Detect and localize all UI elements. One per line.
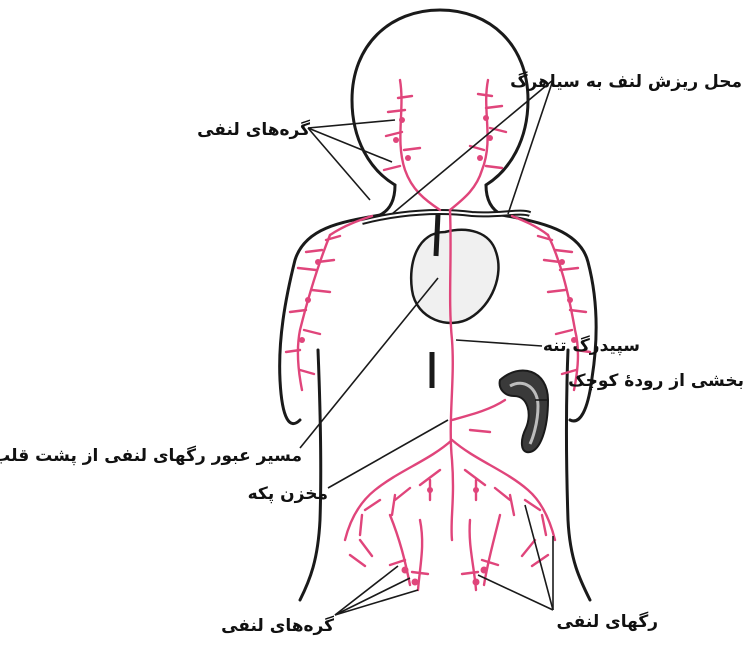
neck-right bbox=[486, 185, 502, 215]
lymph-nodes bbox=[299, 115, 577, 586]
left-torso bbox=[300, 350, 321, 600]
left-shoulder bbox=[280, 215, 380, 424]
label-small-intestine: بخشی از رودهٔ کوچک bbox=[546, 371, 744, 391]
leader-lines bbox=[300, 80, 553, 615]
vena-cava bbox=[436, 214, 438, 256]
label-path-behind-heart: مسیر عبور رگهای لنفی از پشت قلب bbox=[4, 446, 302, 466]
label-cisterna-chyli: مخزن پکه bbox=[190, 484, 328, 504]
heart bbox=[411, 230, 498, 323]
label-lymph-nodes-lower: گره‌های لنفی bbox=[212, 616, 334, 636]
label-lymph-vessels: رگهای لنفی bbox=[548, 612, 658, 632]
head-outline bbox=[352, 10, 528, 185]
label-lymph-nodes-upper: گره‌های لنفی bbox=[200, 120, 310, 140]
label-drainage-site: محل ریزش لنف به سیاهرگ bbox=[520, 72, 742, 92]
neck-left bbox=[380, 185, 395, 215]
label-thoracic-duct: سپیدرگ تنه bbox=[540, 336, 640, 356]
